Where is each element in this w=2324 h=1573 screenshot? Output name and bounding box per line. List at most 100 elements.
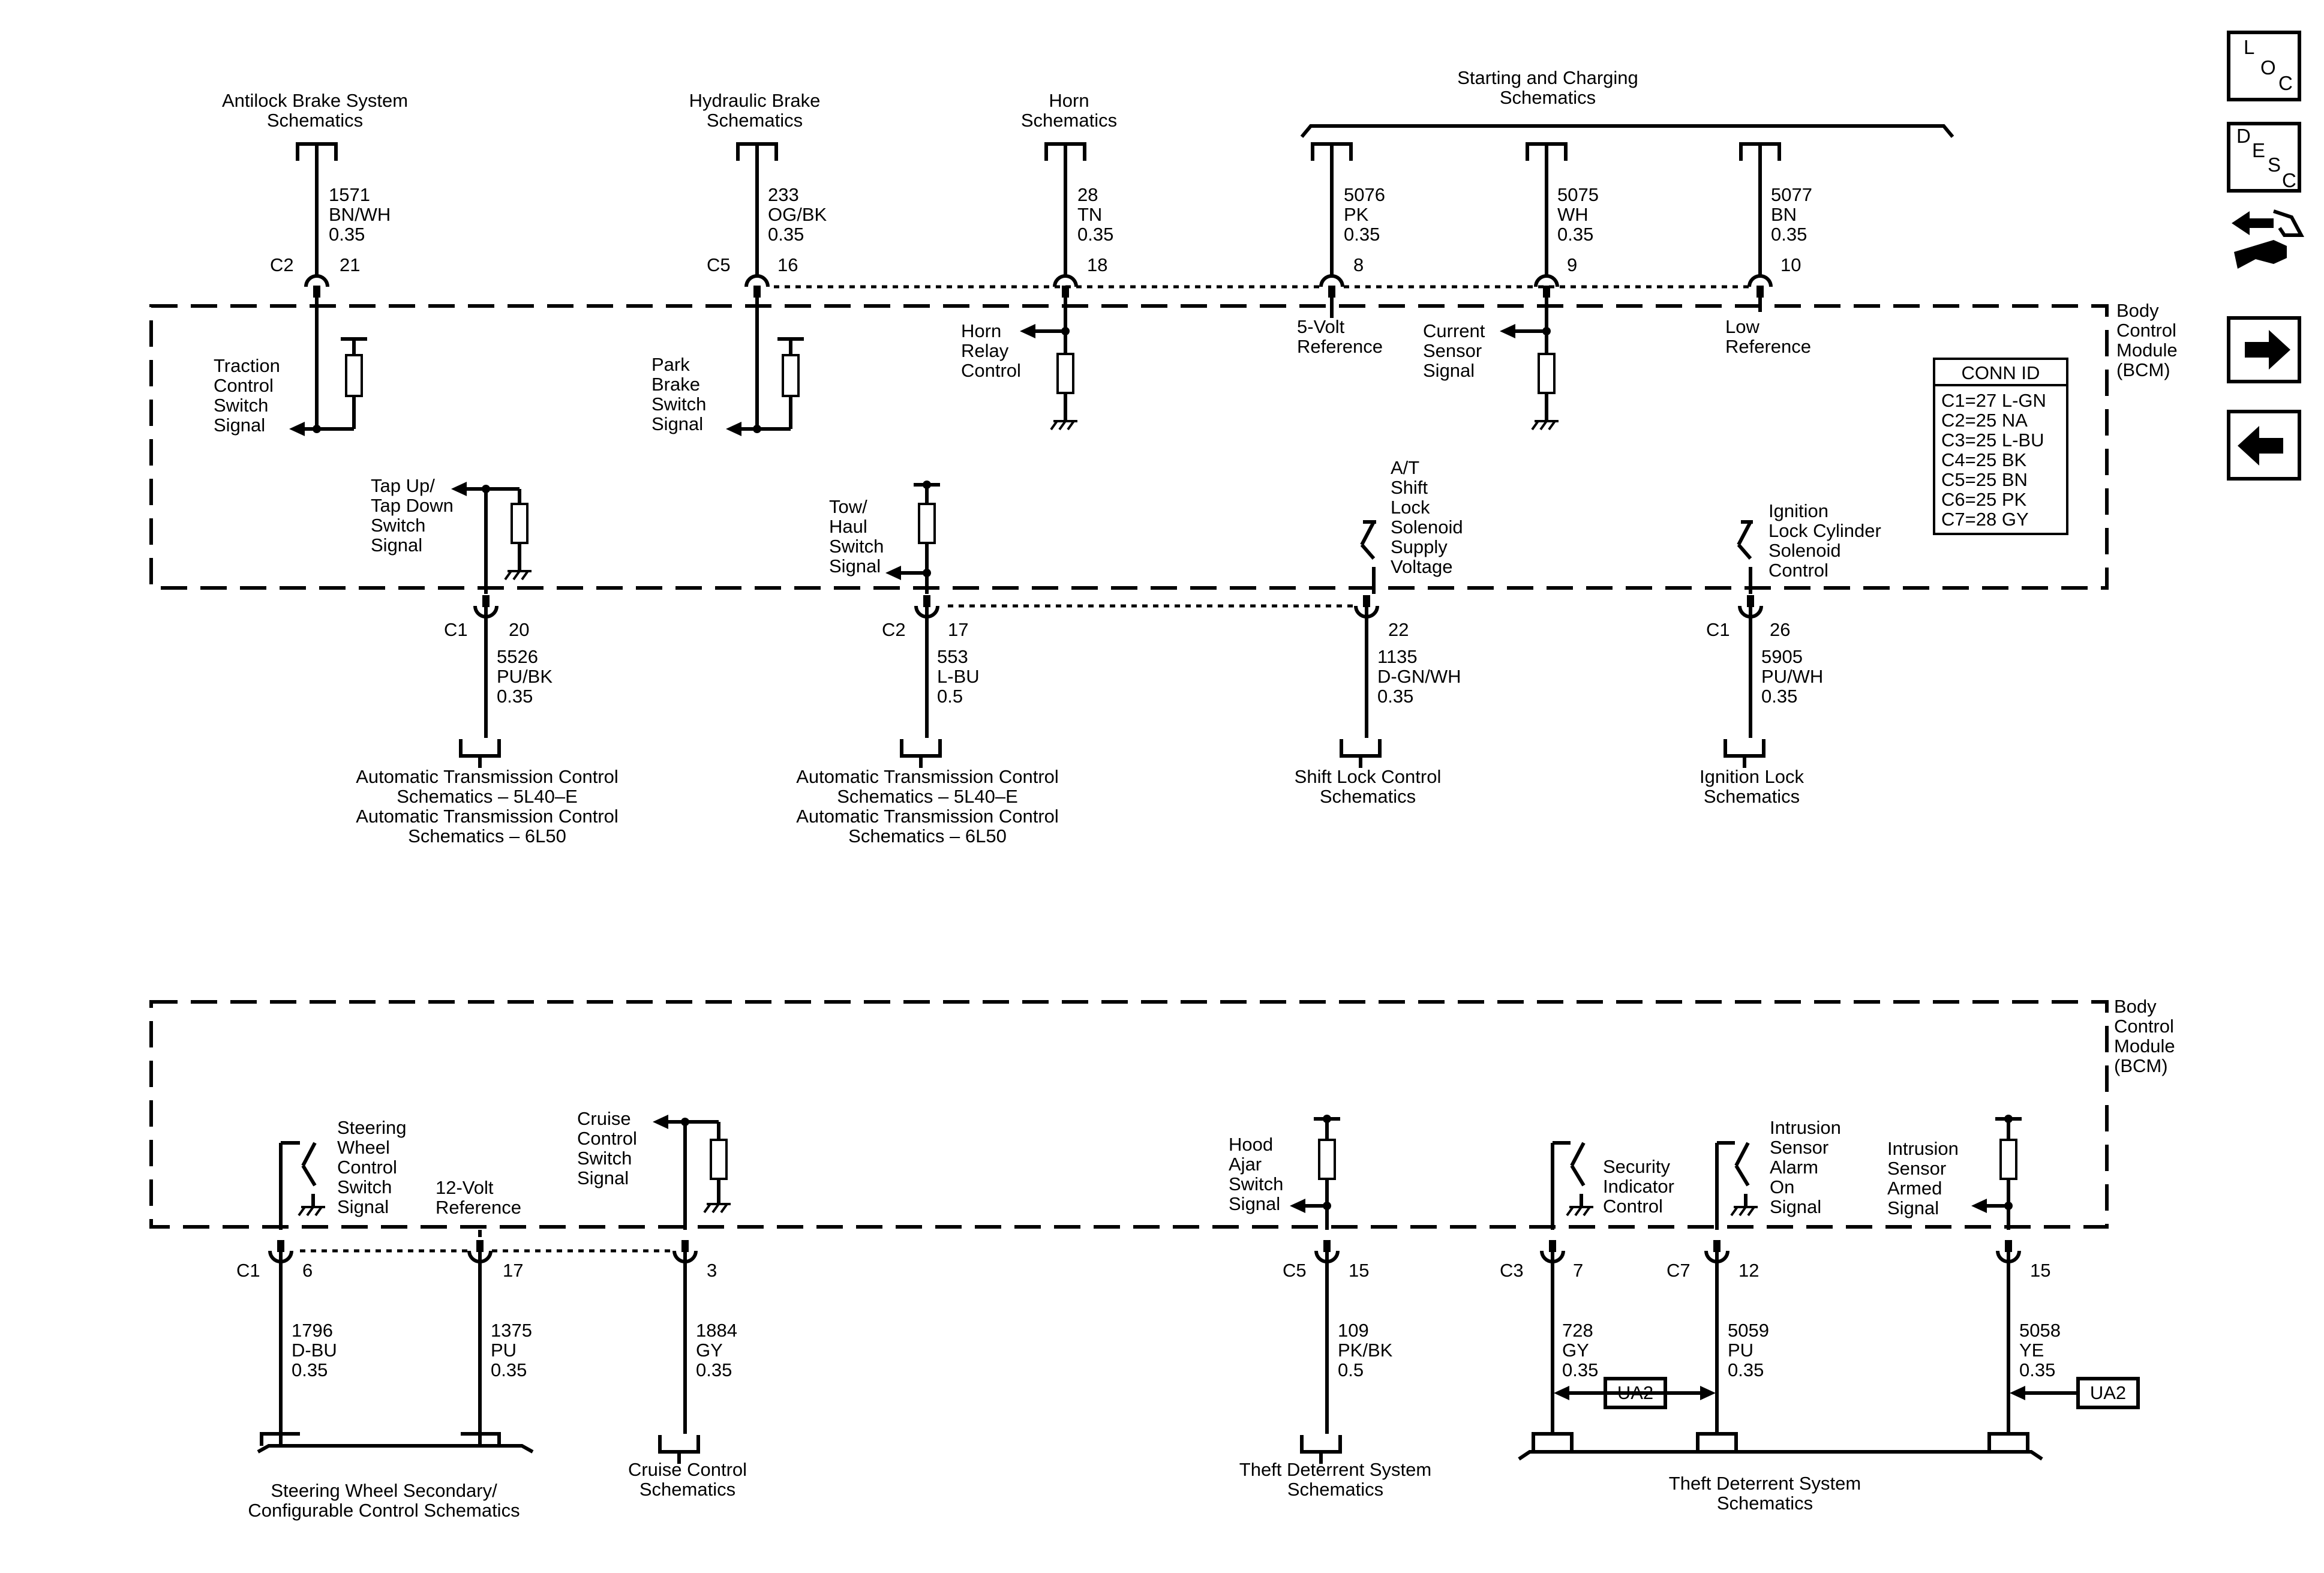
signal-label: Steering [337,1117,406,1138]
ground-icon [1050,420,1077,431]
previous-page-button[interactable] [2227,410,2301,481]
reference-bracket [461,1432,501,1446]
wire-label: GY [696,1340,723,1361]
junction-dot [753,425,761,433]
reference-title: Schematics [1704,786,1800,807]
connector-terminal [1534,274,1559,287]
connector-tool-icon[interactable] [2232,209,2304,269]
ground-hatch [314,1206,323,1217]
signal-label: 12-Volt [436,1177,494,1198]
conn-id-title: CONN ID [1962,362,2040,383]
signal-label: Control [577,1128,637,1149]
reference-title: Automatic Transmission Control [796,766,1059,787]
ground-hatch [711,1203,720,1214]
ground-hatch [1730,1206,1739,1217]
module-label: (BCM) [2114,1055,2168,1076]
signal-label: Tow/ [829,496,867,517]
signal-label: Switch [651,394,706,415]
ground-hatch [1531,420,1539,431]
desc-button[interactable] [2227,122,2301,193]
signal-label: Switch [829,536,884,557]
signal-label: Solenoid [1768,540,1841,561]
ground-hatch [521,570,529,581]
arrow-left-icon [1290,1199,1305,1213]
junction-dot [681,1118,689,1126]
reference-title: Automatic Transmission Control [356,806,618,827]
reference-title: Theft Deterrent System [1239,1459,1431,1480]
wire-label: D-BU [292,1340,337,1361]
wire-label: OG/BK [768,204,827,225]
wire-label: BN/WH [329,204,391,225]
reference-title: Schematics [1500,87,1596,108]
reference-title: Schematics [1717,1493,1813,1514]
resistor-symbol [511,503,529,544]
reference-bracket [260,1432,300,1446]
reference-bracket [1311,142,1353,161]
ground-hatch [1539,420,1548,431]
next-page-button[interactable] [2227,316,2301,383]
reference-title: Automatic Transmission Control [796,806,1059,827]
resistor-symbol [918,503,936,544]
switch-blade [1737,521,1752,546]
reference-brace [1518,1450,2043,1461]
junction-dot [1542,327,1551,335]
signal-label: Brake [651,374,700,395]
reference-title: Hydraulic Brake [689,90,821,111]
signal-label: Park [651,354,690,375]
wire-label: PU/BK [497,666,553,687]
ground-hatch [1067,420,1075,431]
connector-shape [2273,209,2304,237]
switch-blade [1360,521,1376,546]
reference-bracket [459,739,501,758]
wire-label: GY [1562,1340,1589,1361]
reference-title: Schematics [1021,110,1117,131]
signal-label: Control [214,375,274,396]
connector-pin [1747,595,1754,607]
ground-hatch [703,1203,711,1214]
reference-title: Horn [1049,90,1089,111]
loc-button[interactable] [2227,31,2301,101]
ground-icon [1730,1206,1758,1217]
signal-label: Reference [1725,336,1811,357]
signal-label: Signal [1770,1196,1821,1217]
loc-letter: C [2278,72,2293,94]
ua2-box [2076,1377,2140,1409]
pin-number: 7 [1573,1260,1583,1281]
connector-id: C2 [882,619,906,640]
signal-label: Control [1603,1196,1663,1217]
module-label: Body [2116,300,2159,321]
arrow-left-icon [1971,1199,1987,1213]
wire-label: 0.35 [1771,224,1807,245]
ground-hatch [1574,1206,1583,1217]
ground-hatch [720,1203,728,1214]
wire-label: 5058 [2019,1320,2061,1341]
arrow-left-icon [289,422,305,436]
reference-title: Theft Deterrent System [1669,1473,1861,1494]
reference-title: Configurable Control Schematics [248,1500,520,1521]
pin-number: 3 [707,1260,717,1281]
signal-label: Traction [214,355,280,376]
wire-label: YE [2019,1340,2044,1361]
wire-label: 0.35 [1761,686,1797,707]
reference-title: Schematics [707,110,803,131]
signal-label: Reference [1297,336,1383,357]
junction-dot [313,425,321,433]
switch-blade [1734,1164,1750,1187]
wire-label: L-BU [937,666,980,687]
ground-hatch [1050,420,1058,431]
signal-label: A/T [1391,457,1419,478]
conn-id-entry: C6=25 PK [1941,489,2027,510]
resistor-symbol [345,354,363,397]
signal-label: Haul [829,516,867,537]
signal-label: Low [1725,316,1759,337]
conn-id-entry: C1=27 L-GN [1941,390,2046,411]
ground-icon [703,1203,731,1214]
reference-bracket [658,1435,700,1454]
wire-label: 728 [1562,1320,1593,1341]
wire-label: 233 [768,184,799,205]
signal-label: Signal [1229,1193,1280,1214]
junction-dot [923,569,931,577]
reference-title: Ignition Lock [1700,766,1804,787]
pin-number: 20 [509,619,529,640]
pin-number: 16 [777,254,798,275]
